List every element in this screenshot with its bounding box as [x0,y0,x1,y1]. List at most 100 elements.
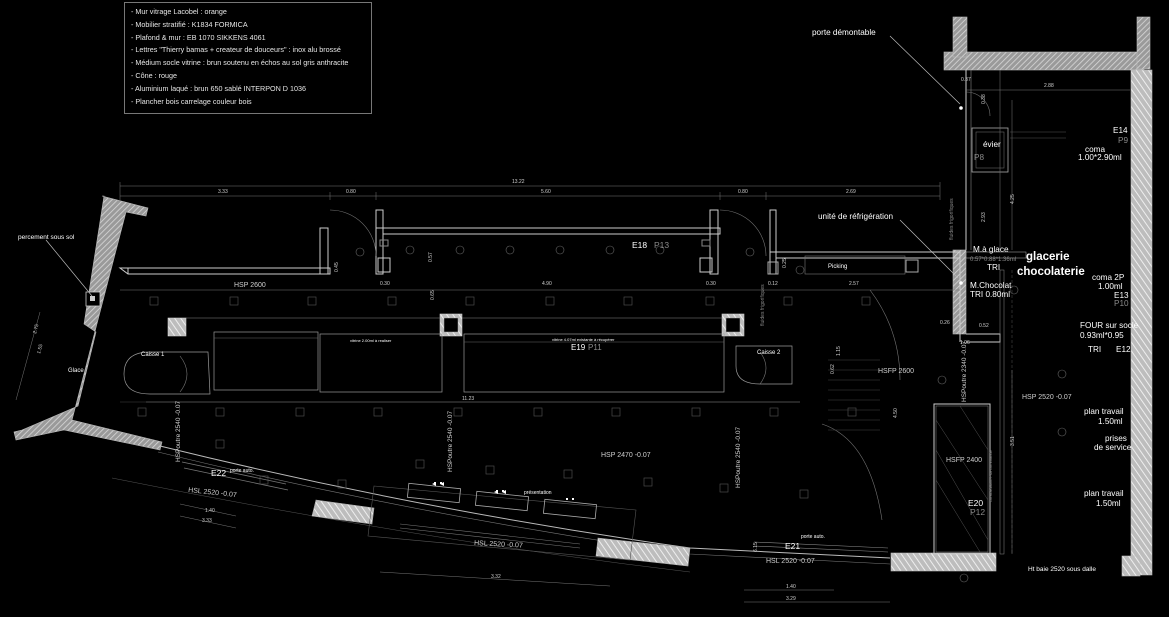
dimension-lines [15,70,1130,603]
dim-label: 13.22 [512,179,525,185]
fluides-1-label: fluides frigorifiques [949,198,955,240]
legend-item: - Aluminium laqué : brun 650 sablé INTER… [131,83,306,93]
fluides-2-label: fluides frigorifiques [760,284,766,326]
hspoutre-2-label: HSPoutre 2540 -0.07 [447,411,454,472]
four-dim: 0.93ml*0.95 [1080,331,1124,340]
hspoutre-1-label: HSPoutre 2540 -0.07 [175,401,182,462]
materials-legend: - Mur vitrage Lacobel : orange - Mobilie… [124,2,372,114]
e14-label: E14 [1113,126,1128,135]
coma-label: coma [1085,145,1105,154]
plan-travail-2-dim: 1.50ml [1096,499,1121,508]
coma-2p-dim: 1.00ml [1098,282,1123,291]
hsfp-2600-label: HSFP 2600 [878,368,914,375]
e22-label: E22 [211,468,226,478]
hsp-2600-label: HSP 2600 [234,282,266,289]
dim-label: 3.33 [218,189,228,195]
dim-label: 0.65 [430,290,436,300]
p9-label: P9 [1118,136,1128,145]
hsp-2470-label: HSP 2470 -0.07 [601,452,651,459]
m-glace-label: M.à glace [973,245,1009,254]
arrow-markers [432,482,506,494]
glace-label: Glace [68,368,84,374]
leader-lines [45,35,961,297]
e12-label: E12 [1116,345,1131,354]
dim-label: 4.50 [893,408,899,418]
dim-label: 3.33 [202,518,212,524]
dim-label: 2.88 [1044,83,1054,89]
dim-label: 1.40 [786,584,796,590]
dim-label: 2.93 [981,212,987,222]
e19-label: E19 [571,343,586,352]
vitrine-realiser-label: vitrine 2.00ml à realiser [350,338,392,343]
legend-item: - Cône : rouge [131,70,177,80]
porte-auto-2-label: porte auto. [801,534,825,540]
picking-label: Picking [828,264,847,270]
dim-label: 3.29 [786,596,796,602]
m-chocolat-dim: TRI 0.80ml [970,290,1010,299]
dim-label: 2.75 [32,323,40,334]
dim-label: 0.30 [706,281,716,287]
dim-label: 0.12 [768,281,778,287]
prises-label: prises [1105,434,1127,443]
dim-label: 0.62 [830,364,836,374]
porte-auto-1-label: porte auto. [230,468,254,474]
legend-item: - Plancher bois carrelage couleur bois [131,96,252,106]
caisse1-label: Caisse 1 [141,352,165,358]
ceiling-fixtures [137,296,871,499]
legend-item: - Mobilier stratifié : K1834 FORMICA [131,19,248,29]
porte-demontable-label: porte démontable [812,28,876,37]
dim-label: 0.80 [346,189,356,195]
stairs [828,359,880,431]
dim-label: 1.55 [36,343,44,354]
door-swings [329,91,991,521]
plan-travail-1: plan travail [1084,407,1124,416]
p10-label: P10 [1114,299,1129,308]
downlights [355,245,1067,583]
hsl-2520-2-label: HSL 2520 -0.07 [474,540,523,550]
coma-dim-label: 1.00*2.90ml [1078,153,1122,162]
dim-label: 0.26 [940,320,950,326]
dim-label: 2.57 [849,281,859,287]
hsl-2520-3-label: HSL 2520 -0.07 [766,558,815,565]
left-wall [13,195,163,451]
e18-label: E18 [632,240,647,250]
glacerie-label: glacerie [1026,251,1069,263]
chocolaterie-label: chocolaterie [1017,266,1085,278]
hsfp-2400-label: HSFP 2400 [946,457,982,464]
p8-label: P8 [974,153,984,162]
e13-label: E13 [1114,291,1129,300]
p13-label: P13 [654,240,669,250]
vitrine-recuperer-label: vitrine 4.07ml existante à récupérer [552,337,615,342]
hsl-2520-1-label: HSL 2520 -0.07 [188,487,237,499]
dim-label: 2.69 [846,189,856,195]
dim-label: 5.60 [541,189,551,195]
dim-label: 11.23 [462,396,474,402]
plan-travail-1-dim: 1.50ml [1098,417,1123,426]
coma-2p-label: coma 2P [1092,273,1125,282]
point-marker [959,281,963,285]
dim-label: 4.25 [1010,194,1016,204]
refrigeration-label: unité de réfrigération [818,212,894,221]
vitrine-counter [120,313,800,403]
dim-label: 0.30 [380,281,390,287]
m-chocolat-label: M.Chocolat [970,281,1012,290]
dim-label: 0.52 [979,323,989,329]
legend-item: - Médium socle vitrine : brun soutenu en… [131,58,349,68]
kitchen-walls [890,16,1153,577]
dim-label: 0.57 [428,252,434,262]
p11-label: P11 [588,343,602,352]
dim-label: 0.80 [738,189,748,195]
legend-item: - Plafond & mur : EB 1070 SIKKENS 4061 [131,32,266,42]
dim-label: 0.45 [334,262,340,272]
dim-label: 1.40 [205,508,215,514]
dim-label: 3.51 [1010,436,1016,446]
four-label: FOUR sur socle [1080,321,1139,330]
de-service-label: de service [1094,443,1132,452]
e21-label: E21 [785,541,800,551]
tri-label: TRI [987,263,1000,272]
presentation-label: présentation [524,490,552,496]
percement-label: percement sous sol [18,234,75,241]
point-marker [959,106,963,110]
hspoutre-3-label: HSPoutre 2540 -0.07 [735,427,742,488]
